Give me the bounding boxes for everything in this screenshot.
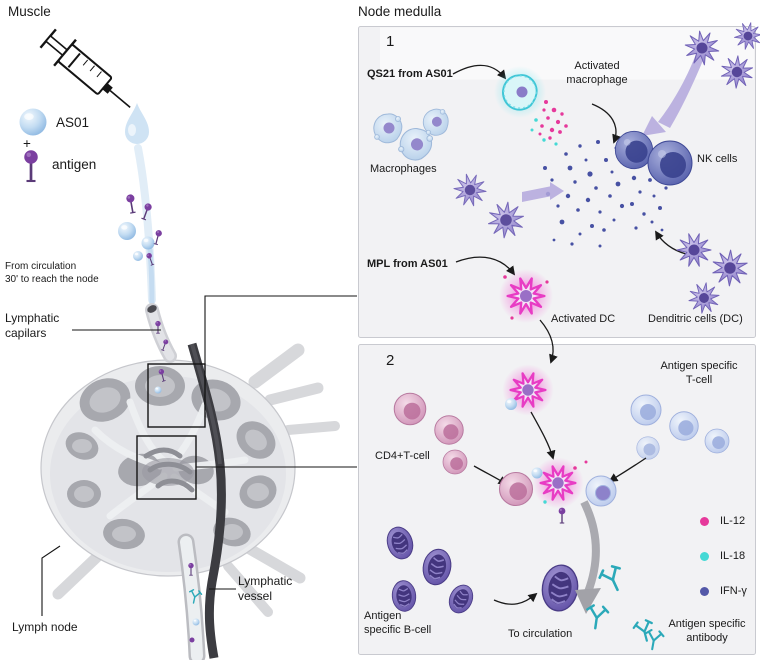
ifng-label: IFN-γ [720, 585, 747, 597]
nk-cells-label: NK cells [697, 153, 738, 165]
lymphatic-capilars-label: Lymphatic capilars [5, 311, 60, 340]
lymphatic-capillary [145, 303, 177, 394]
activated-macrophage-label: Activated macrophage [566, 60, 628, 86]
zoom-rect-1 [147, 363, 206, 428]
immune-synapse [498, 457, 617, 524]
panel2-number: 2 [386, 352, 395, 369]
il18-label: IL-18 [720, 550, 746, 562]
as01-label: AS01 [56, 115, 90, 130]
droplet-icon [125, 103, 149, 144]
activated-dc-label: Activated DC [551, 313, 616, 325]
cd4-tcell-label: CD4+T-cell [375, 450, 430, 462]
activated-macrophage-cell [493, 65, 547, 119]
to-circulation-label: To circulation [508, 628, 573, 640]
lymphatic-vessel-label: Lymphatic vessel [238, 574, 293, 603]
antigen-label: antigen [52, 157, 97, 172]
antigen-specific-tcell-label: Antigen specific T-cell [660, 360, 738, 386]
dark-vessel [187, 342, 226, 659]
il12-label: IL-12 [720, 515, 746, 527]
lymph-node-label: Lymph node [12, 620, 78, 634]
qs21-label: QS21 from AS01 [367, 68, 453, 80]
plus-sign: + [23, 136, 31, 151]
antigen-specific-antibody-label: Antigen specific antibody [668, 618, 746, 644]
panel1-content [373, 18, 760, 364]
muscle-title: Muscle [8, 4, 51, 19]
panel1-number: 1 [386, 33, 395, 50]
il12-dot [700, 516, 709, 526]
panel2-content [382, 364, 730, 652]
antigen-specific-bcell-label: Antigen specific B-cell [364, 610, 432, 636]
legend-item-il12: IL-12 [700, 515, 745, 527]
ifng-dot [700, 586, 709, 596]
legend-item-il18: IL-18 [700, 550, 745, 562]
as01-sphere-icon [19, 108, 47, 136]
lymphatic-vessel-tube [177, 533, 206, 660]
il12-il18-dots [530, 100, 568, 146]
activated-dc-top [502, 364, 553, 415]
falling-particles [118, 192, 164, 267]
connector-line-1 [204, 295, 357, 364]
dendritic-cells-label: Denditric cells (DC) [648, 313, 743, 325]
lymph-node-pointer-line [41, 545, 61, 616]
il18-dot [700, 551, 709, 561]
circulation-arrow [575, 500, 601, 614]
syringe-icon [39, 28, 131, 108]
activated-dc-cell [499, 269, 553, 323]
zoom-annotations [41, 295, 357, 616]
dc-signal-arrows [522, 54, 704, 202]
mpl-label: MPL from AS01 [367, 258, 448, 270]
node-medulla-title: Node medulla [358, 4, 442, 19]
legend-item-ifng: IFN-γ [700, 585, 747, 597]
panel1-arrows [452, 64, 687, 364]
antigen-icon [22, 148, 40, 183]
macrophages-label: Macrophages [370, 163, 437, 175]
injection-stream [134, 144, 156, 309]
circulation-note: From circulation 30' to reach the node [5, 261, 99, 285]
lymph-node-illustration [40, 303, 340, 660]
